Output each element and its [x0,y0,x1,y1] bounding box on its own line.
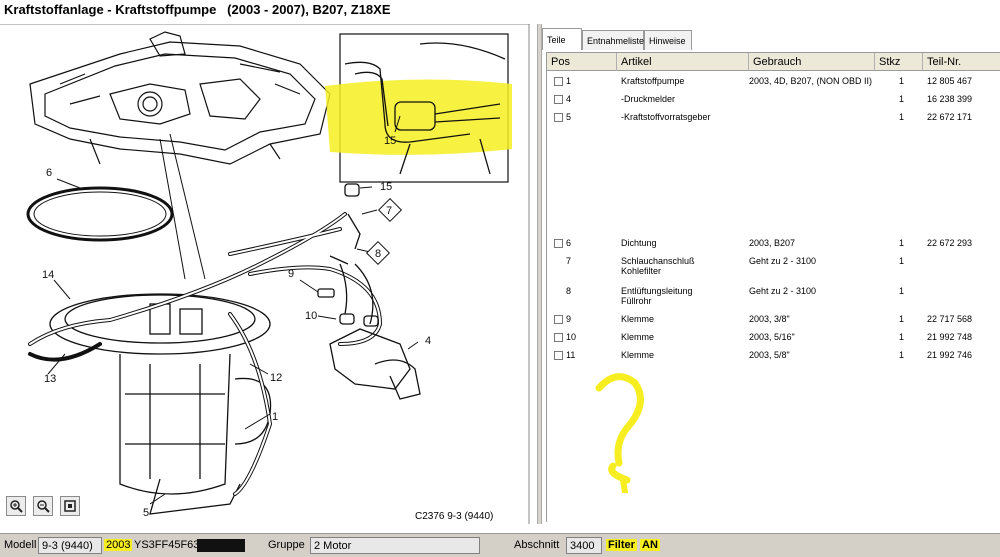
cell-artikel: Klemme [621,350,655,360]
tab-hinweise[interactable]: Hinweise [644,30,692,50]
modell-label: Modell [4,539,37,551]
redaction-bar [197,539,245,552]
cell-artikel: Kraftstoffpumpe [621,76,685,86]
callout-5: 5 [143,507,149,519]
cell-stkz: 1 [899,94,905,104]
panel-splitter[interactable] [537,24,542,524]
cell-stkz: 1 [899,350,905,360]
cell-teilnr: 22 717 568 [927,314,973,324]
callout-11: 15 [380,181,392,193]
callout-4: 4 [425,335,431,347]
callout-12: 12 [270,372,282,384]
cell-gebrauch: Geht zu 2 - 3100 [749,256,817,266]
cell-artikel: Schlauchanschluß [621,256,695,266]
cell-pos: 4 [566,94,572,104]
tab-entnahmeliste[interactable]: Entnahmeliste [582,30,644,50]
callout-7: 7 [386,205,392,217]
cell-gebrauch: 2003, 5/8" [749,350,790,360]
cell-gebrauch: 2003, 4D, B207, (NON OBD II) [749,76,873,86]
header-gebrauch[interactable]: Gebrauch [749,53,875,71]
cell-pos: 10 [566,332,577,342]
cell-stkz: 1 [899,286,905,296]
header-teilnr[interactable]: Teil-Nr. [923,53,1000,71]
callout-9: 9 [288,268,294,280]
cell-teilnr: 22 672 171 [927,112,973,122]
row-checkbox[interactable] [554,239,563,248]
gruppe-field[interactable]: 2 Motor [310,537,480,554]
cell-artikel-line2: Füllrohr [621,296,652,306]
vin-field: YS3FF45F63 [134,539,200,551]
status-bar: Modell 9-3 (9440) 2003 YS3FF45F63 Gruppe… [0,533,1000,557]
cell-pos: 11 [566,350,576,360]
filter-value[interactable]: AN [640,539,660,551]
cell-stkz: 1 [899,314,905,324]
cell-artikel: -Kraftstoffvorratsgeber [621,112,711,122]
header-stkz[interactable]: Stkz [875,53,923,71]
page-title: Kraftstoffanlage - Kraftstoffpumpe (2003… [4,2,391,17]
cell-stkz: 1 [899,332,905,342]
cell-pos: 6 [566,238,572,248]
abschnitt-field[interactable]: 3400 [566,537,602,554]
fit-page-button[interactable] [60,496,80,516]
cell-pos: 1 [566,76,572,86]
cell-pos: 7 [566,256,572,266]
zoom-out-icon [37,500,50,513]
cell-pos: 5 [566,112,572,122]
cell-stkz: 1 [899,256,905,266]
cell-teilnr: 21 992 746 [927,350,973,360]
callout-6: 6 [46,167,52,179]
cell-artikel: Klemme [621,314,655,324]
year-badge: 2003 [104,539,133,551]
zoom-out-button[interactable] [33,496,53,516]
cell-artikel: -Druckmelder [621,94,676,104]
cell-artikel: Klemme [621,332,655,342]
row-checkbox[interactable] [554,95,563,104]
zoom-in-button[interactable] [6,496,26,516]
cell-stkz: 1 [899,76,905,86]
cell-artikel: Dichtung [621,238,657,248]
callout-10: 10 [305,310,317,322]
callout-1: 1 [272,411,278,423]
cell-stkz: 1 [899,112,905,122]
cell-artikel-line2: Kohlefilter [621,266,662,276]
filter-label: Filter [606,539,637,551]
table-header: Pos Artikel Gebrauch Stkz Teil-Nr. [547,53,1000,71]
callout-14: 14 [42,269,54,281]
cell-teilnr: 21 992 748 [927,332,973,342]
abschnitt-label: Abschnitt [514,539,560,551]
cell-teilnr: 16 238 399 [927,94,973,104]
cell-gebrauch: 2003, 3/8" [749,314,790,324]
row-checkbox[interactable] [554,315,563,324]
header-pos[interactable]: Pos [547,53,617,71]
cell-teilnr: 22 672 293 [927,238,973,248]
fit-page-icon [64,500,76,512]
question-mark-annotation [595,373,644,493]
parts-table: Pos Artikel Gebrauch Stkz Teil-Nr. 1 Kraf… [546,52,1000,522]
cell-pos: 8 [566,286,572,296]
row-checkbox[interactable] [554,333,563,342]
fuel-tank-drawing [29,31,331,165]
callout-8: 8 [375,248,381,260]
cell-pos: 9 [566,314,572,324]
cell-gebrauch: 2003, B207 [749,238,796,248]
diagram-code: C2376 9-3 (9440) [415,511,494,522]
gasket-ring [26,186,174,242]
row-checkbox[interactable] [554,77,563,86]
cell-stkz: 1 [899,238,905,248]
cell-artikel: Entlüftungsleitung [621,286,693,296]
row-checkbox[interactable] [554,113,563,122]
parts-diagram: 6 14 13 1 12 5 4 15 7 8 9 10 15 C2376 9-… [0,24,530,532]
zoom-in-icon [10,500,23,513]
gruppe-label: Gruppe [268,539,305,551]
tab-teile[interactable]: Teile [542,28,582,50]
callout-15: 15 [384,135,396,147]
modell-field[interactable]: 9-3 (9440) [38,537,102,554]
header-artikel[interactable]: Artikel [617,53,749,71]
cell-gebrauch: 2003, 5/16" [749,332,795,342]
cell-teilnr: 12 805 467 [927,76,973,86]
row-checkbox[interactable] [554,351,563,360]
callout-13: 13 [44,373,56,385]
exploded-diagram: 6 14 13 1 12 5 4 15 7 8 9 10 15 [0,24,530,524]
cell-gebrauch: Geht zu 2 - 3100 [749,286,817,296]
